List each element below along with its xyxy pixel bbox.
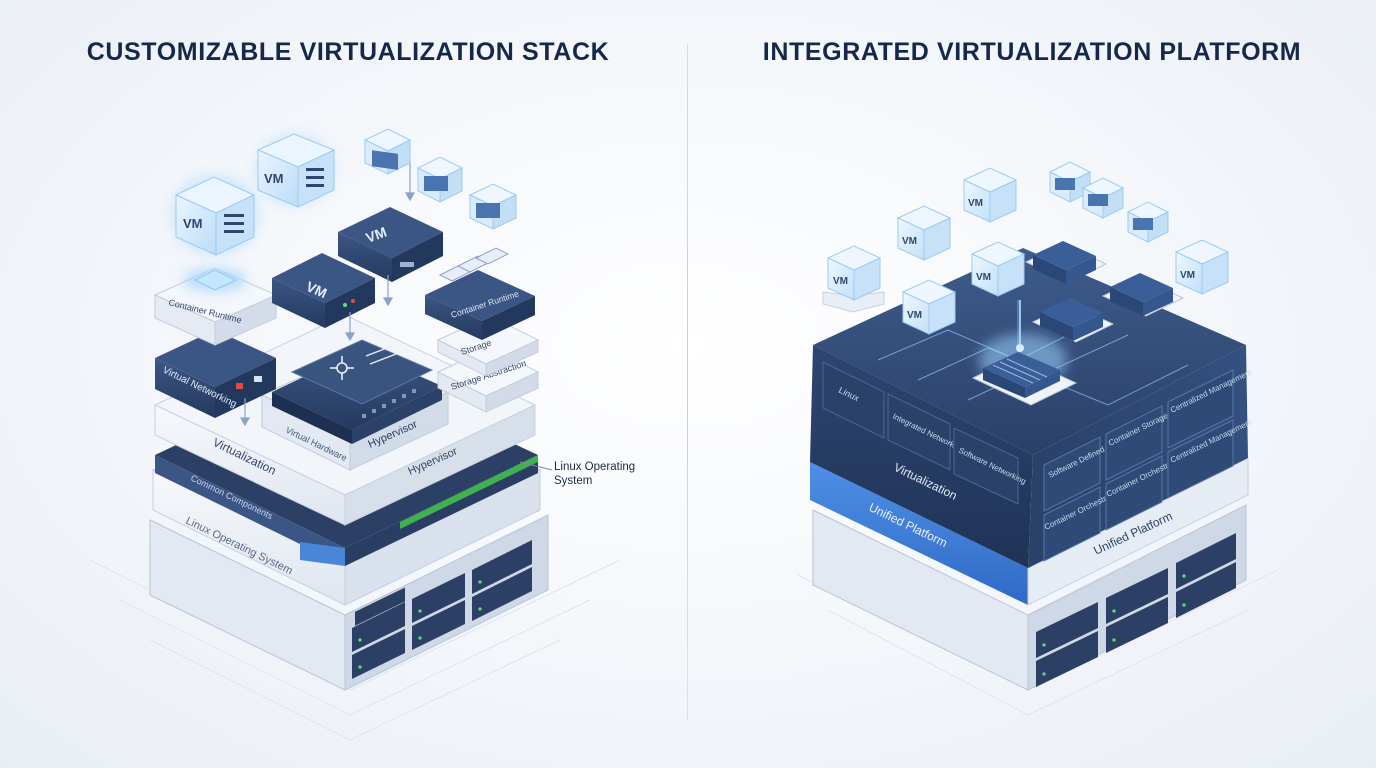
left-panel-title: CUSTOMIZABLE VIRTUALIZATION STACK: [86, 38, 610, 66]
right-panel: INTEGRATED VIRTUALIZATION PLATFORM: [688, 0, 1376, 768]
vm-cube-r6: VM: [1174, 239, 1230, 295]
server-rack-base: [149, 514, 549, 691]
vm-cube-r2: VM: [896, 205, 952, 261]
right-panel-title: INTEGRATED VIRTUALIZATION PLATFORM: [762, 38, 1302, 66]
unified-platform-slab: Unified Platform Unified Platform: [810, 457, 1249, 606]
front-tile-linux: Linux: [822, 361, 885, 439]
container-module-3: [1101, 273, 1185, 317]
container-module-1: [1024, 241, 1108, 284]
vm-r6-label: VM: [1180, 270, 1195, 281]
floating-container-r2: [1081, 177, 1125, 219]
customizable-stack-illustration: Linux Operating System Common Components…: [89, 128, 621, 741]
floating-container-r1: [1048, 161, 1092, 203]
callout-leader-line: [519, 461, 553, 471]
vm-cube-r3: VM: [962, 167, 1018, 223]
arrows-icon: [365, 345, 397, 365]
floating-vm-cube-2: VM: [255, 133, 336, 208]
floating-container-cube-2: [416, 156, 464, 203]
vm-r2-label: VM: [902, 236, 917, 247]
integrated-platform-illustration: Unified Platform Unified Platform Linux: [797, 161, 1279, 716]
vm-server-label-2: VM: [364, 224, 389, 246]
vm-r4-label: VM: [976, 272, 991, 283]
floating-container-cube-3: [468, 183, 518, 230]
container-runtime-block: Container Runtime: [153, 267, 278, 346]
vm-server-box-2: VM: [338, 207, 443, 282]
vm-cube-r1: VM: [822, 245, 885, 313]
vm-cube-r4: VM: [970, 241, 1026, 297]
container-module-2: [1031, 298, 1115, 343]
storage-stack: Storage Abstraction Storage Container Ru…: [425, 247, 540, 413]
container-modules-icon: [438, 247, 510, 282]
vm-cube-label-2: VM: [264, 171, 284, 186]
vm-r5-label: VM: [907, 310, 922, 321]
vm-r1-label: VM: [833, 276, 848, 287]
virtual-networking-block: Virtual Networking: [155, 330, 276, 418]
document-icon: [224, 214, 244, 233]
network-hub-icon: [330, 356, 354, 380]
vm-cube-r5: VM: [901, 279, 957, 335]
floating-container-cube-1: [363, 128, 412, 175]
front-tile-software-networking: Software Networking: [953, 427, 1027, 505]
floating-vm-cube-1: VM: [171, 175, 259, 256]
vm-server-box-1: VM: [272, 253, 375, 328]
left-panel: CUSTOMIZABLE VIRTUALIZATION STACK: [87, 38, 636, 741]
drive-bays: [352, 540, 532, 679]
network-switch: [272, 339, 442, 444]
panel-divider: [687, 44, 688, 720]
drive-bays-right: [1036, 533, 1236, 687]
vm-cube-label-1: VM: [183, 216, 203, 231]
floating-container-r3: [1126, 201, 1170, 243]
vm-r3-label: VM: [968, 198, 983, 209]
flow-arrows: [239, 160, 416, 427]
central-hub: [971, 300, 1078, 406]
linux-os-callout: Linux Operating System: [554, 461, 636, 487]
vm-server-label-1: VM: [304, 278, 330, 301]
server-rack-base-right: [812, 504, 1247, 691]
